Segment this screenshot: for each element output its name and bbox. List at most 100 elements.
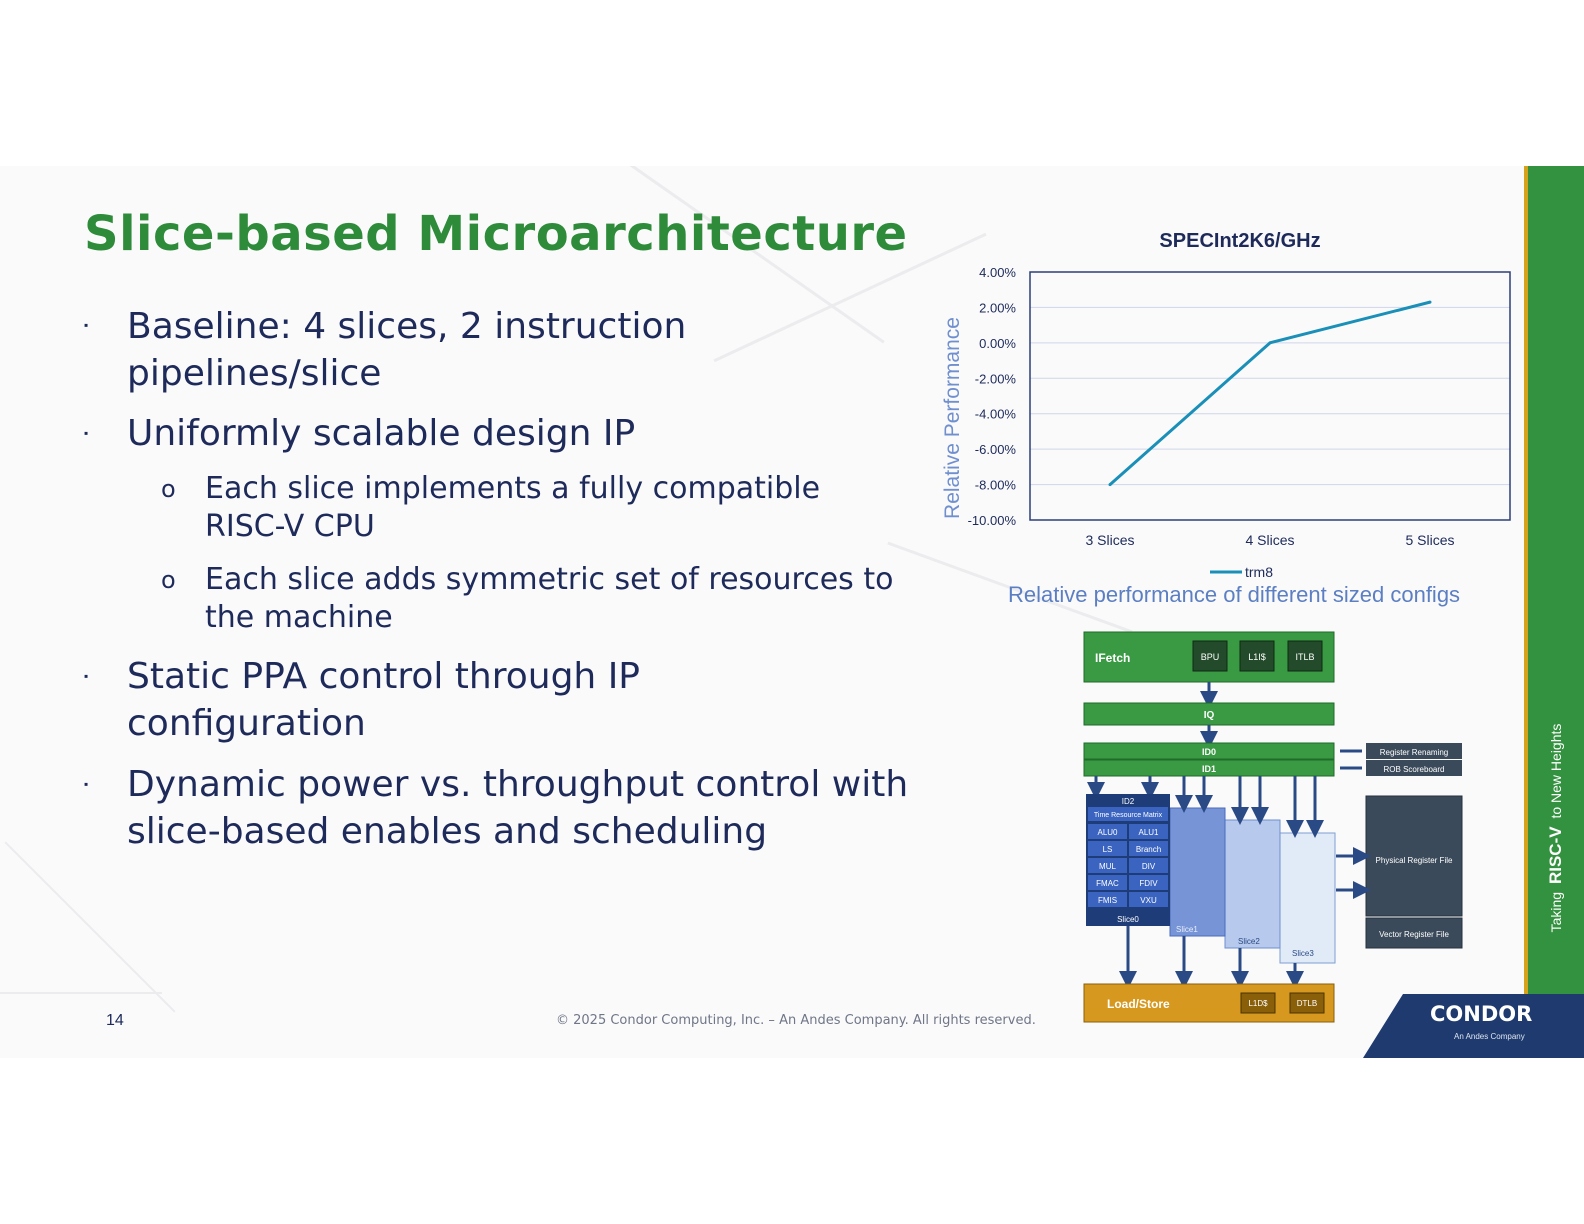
y-tick-label: 4.00% (979, 265, 1016, 280)
slide: Slice-based Microarchitecture ▪ Baseline… (0, 166, 1584, 1058)
slice0-unit (1129, 875, 1168, 890)
time-resource-matrix-label: Time Resource Matrix (1094, 812, 1163, 819)
sub-bullet-marker: o (161, 566, 176, 594)
y-tick-label: -4.00% (975, 407, 1017, 422)
slice0-unit-label: ALU1 (1138, 828, 1159, 837)
itlb-unit (1287, 640, 1323, 672)
slide-title: Slice-based Microarchitecture (84, 206, 908, 262)
vector-register-file (1365, 917, 1463, 949)
y-tick-label: -6.00% (975, 442, 1017, 457)
l1d-label: L1D$ (1248, 999, 1268, 1008)
slice0-unit-label: MUL (1099, 862, 1116, 871)
id1-block (1083, 759, 1335, 777)
bullet-marker: ▪ (84, 318, 89, 332)
slice0-unit-label: Branch (1136, 845, 1161, 854)
bullet-text: Static PPA control through IP configurat… (127, 656, 641, 744)
x-tick-label: 5 Slices (1405, 532, 1454, 548)
slice0-unit (1129, 892, 1168, 907)
sub-bullet-text: Each slice adds symmetric set of resourc… (205, 562, 894, 635)
condor-logo-subtitle: An Andes Company (1454, 1032, 1525, 1041)
architecture-diagram: IFetch BPU L1I$ ITLB IQ ID0 ID1 Register… (1083, 631, 1463, 1023)
bullet-text: Baseline: 4 slices, 2 instruction pipeli… (127, 306, 687, 394)
slice0-unit-label: FMIS (1098, 896, 1117, 905)
slice0-unit-label: ALU0 (1097, 828, 1118, 837)
id1-label: ID1 (1202, 764, 1216, 774)
slice0-unit (1129, 858, 1168, 873)
risc-v-logo: RISC-V (1546, 826, 1565, 885)
accent-stripe (1524, 166, 1528, 1058)
itlb-label: ITLB (1295, 652, 1314, 662)
brand-sidebar (1528, 166, 1584, 1058)
iq-label: IQ (1204, 710, 1215, 721)
bpu-unit (1192, 640, 1228, 672)
y-tick-label: -8.00% (975, 478, 1017, 493)
tagline: Taking RISC-V to New Heights (1546, 724, 1566, 933)
data-point (1108, 483, 1112, 487)
bullet-marker: ▪ (84, 426, 89, 440)
x-tick-label: 4 Slices (1245, 532, 1294, 548)
id2-label: ID2 (1122, 797, 1135, 806)
y-tick-label: -10.00% (968, 513, 1017, 528)
dtlb-label: DTLB (1297, 999, 1317, 1008)
slice0-unit (1088, 841, 1127, 856)
slice0-unit-label: LS (1103, 845, 1113, 854)
slice0-unit (1088, 892, 1127, 907)
rob-scoreboard-label: ROB Scoreboard (1384, 765, 1445, 774)
slice0-label: Slice0 (1117, 915, 1139, 924)
physical-register-file (1365, 795, 1463, 917)
copyright-notice: © 2025 Condor Computing, Inc. – An Andes… (556, 1013, 1036, 1028)
slice1-label: Slice1 (1176, 925, 1198, 934)
id0-label: ID0 (1202, 747, 1216, 757)
slice0-unit-label: FDIV (1139, 879, 1158, 888)
time-resource-matrix (1088, 807, 1168, 821)
l1i-unit (1239, 640, 1275, 672)
x-tick-label: 3 Slices (1085, 532, 1134, 548)
data-point (1268, 341, 1272, 345)
tagline-post: to New Heights (1548, 723, 1564, 819)
slice3-block (1279, 832, 1336, 964)
y-tick-label: 0.00% (979, 336, 1016, 351)
load-store-label: Load/Store (1107, 997, 1170, 1011)
background-trace (4, 841, 176, 1013)
slice2-block (1224, 819, 1281, 949)
bullet-text: Uniformly scalable design IP (127, 413, 636, 454)
y-tick-label: 2.00% (979, 300, 1016, 315)
slice0-unit (1088, 824, 1127, 839)
series-line (1109, 300, 1431, 486)
vector-register-file-label: Vector Register File (1379, 930, 1449, 939)
register-renaming-label: Register Renaming (1380, 748, 1448, 757)
slice1-block (1169, 807, 1226, 937)
data-point (1428, 300, 1432, 304)
physical-register-file-label: Physical Register File (1376, 856, 1453, 865)
slice2-label: Slice2 (1238, 937, 1260, 946)
bullet-text: Dynamic power vs. throughput control wit… (127, 764, 909, 852)
chart-y-axis-label: Relative Performance (941, 317, 964, 519)
plot-area-border (1029, 271, 1511, 521)
register-renaming-block (1366, 743, 1462, 759)
chart-caption: Relative performance of different sized … (1008, 582, 1461, 607)
l1d-unit (1240, 992, 1276, 1014)
sub-bullet-text: Each slice implements a fully compatible… (205, 471, 821, 544)
legend-label: trm8 (1245, 564, 1273, 580)
ifetch-label: IFetch (1095, 651, 1130, 665)
bullet-marker: ▪ (84, 777, 89, 791)
slice0-unit (1088, 858, 1127, 873)
slice0-unit-label: DIV (1142, 862, 1156, 871)
slice0-unit (1088, 875, 1127, 890)
slice0-unit (1129, 824, 1168, 839)
slice0-unit-label: FMAC (1096, 879, 1119, 888)
background-trace (0, 992, 162, 994)
slice0-unit-label: VXU (1140, 896, 1157, 905)
dtlb-unit (1289, 992, 1325, 1014)
l1i-label: L1I$ (1248, 652, 1266, 662)
performance-line-chart: SPECInt2K6/GHz Relative Performance 4.00… (941, 230, 1511, 580)
tagline-pre: Taking (1548, 891, 1564, 933)
sub-bullet-marker: o (161, 475, 176, 503)
rob-scoreboard-block (1366, 760, 1462, 776)
chart-title: SPECInt2K6/GHz (1159, 230, 1320, 252)
condor-logo: CONDOR (1430, 1002, 1533, 1026)
condor-logo-shape (1363, 994, 1584, 1058)
y-tick-label: -2.00% (975, 371, 1017, 386)
slice0-unit (1129, 841, 1168, 856)
bullet-marker: ▪ (84, 669, 89, 683)
